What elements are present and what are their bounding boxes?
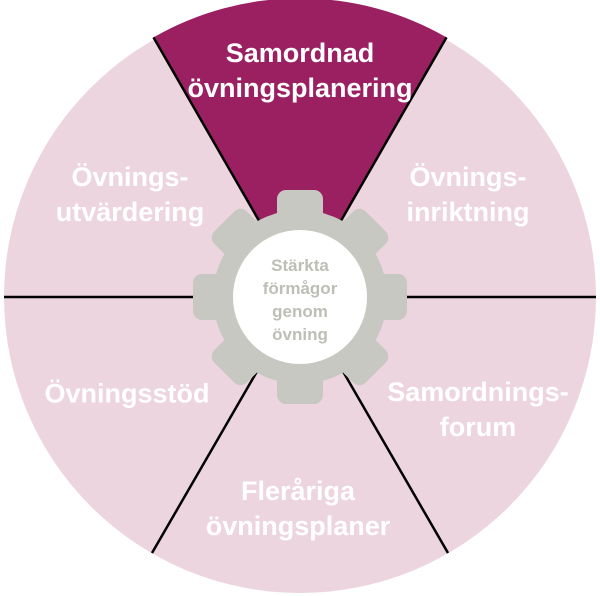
segment-label-line: övningsplanering <box>187 73 413 103</box>
hub-label-line: övning <box>272 325 328 344</box>
segment-label-line: övningsplaner <box>205 511 391 541</box>
segment-label-flerariga-ovningsplaner: Fleråriga övningsplaner <box>206 474 391 544</box>
segment-label-line: forum <box>439 412 517 442</box>
segment-label-line: Fleråriga <box>240 476 356 506</box>
segment-label-line: utvärdering <box>55 197 205 227</box>
hub-label-line: Stärkta <box>271 256 329 275</box>
segment-label-line: inriktning <box>406 197 530 227</box>
highlighted-segment-wedge <box>153 0 447 292</box>
segment-label-samordnad-ovningsplanering: Samordnad övningsplanering <box>187 36 412 106</box>
segment-label-ovnings-inriktning: Övnings- inriktning <box>407 160 530 230</box>
segment-label-line: Övningsstöd <box>44 378 210 409</box>
hub-label: Stärkta förmågor genom övning <box>263 254 338 346</box>
hub-circle <box>233 230 367 364</box>
segment-label-line: Övnings- <box>409 162 527 192</box>
segment-label-line: Samordnings- <box>387 377 569 407</box>
segment-label-ovningsstod: Övningsstöd <box>44 377 209 412</box>
segment-label-line: Övnings- <box>71 162 189 192</box>
hub-label-line: genom <box>272 302 328 321</box>
segment-label-line: Samordnad <box>225 38 375 68</box>
segment-label-ovnings-utvardering: Övnings- utvärdering <box>56 160 205 230</box>
hub-label-line: förmågor <box>262 279 338 298</box>
segment-label-samordnings-forum: Samordnings- forum <box>387 375 569 445</box>
